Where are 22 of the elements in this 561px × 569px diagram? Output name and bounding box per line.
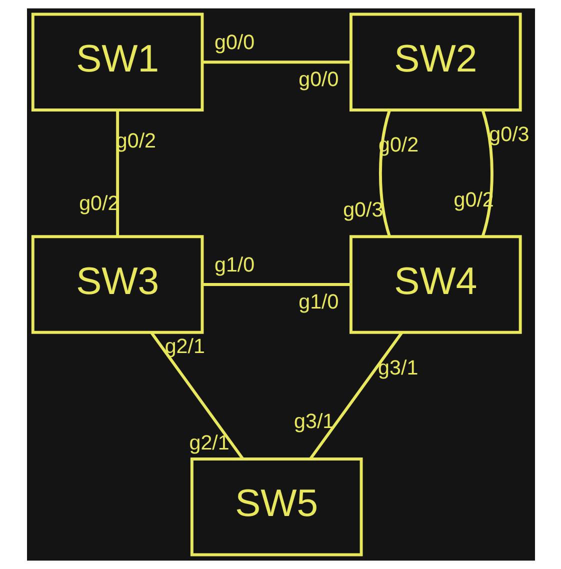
connector bbox=[150, 332, 244, 460]
label: g0/3 bbox=[342, 198, 383, 222]
label: g0/3 bbox=[488, 123, 529, 146]
node-box: SW4 bbox=[349, 235, 522, 334]
connector bbox=[378, 110, 390, 237]
label: g0/0 bbox=[214, 31, 254, 54]
node-box: SW5 bbox=[190, 458, 362, 556]
label: g2/1 bbox=[164, 334, 204, 358]
label: g3/1 bbox=[378, 356, 418, 380]
label: g3/1 bbox=[294, 410, 334, 433]
label: g1/0 bbox=[214, 254, 254, 277]
connector bbox=[116, 110, 119, 237]
label: g0/0 bbox=[298, 68, 338, 91]
connector bbox=[202, 283, 350, 286]
connector bbox=[480, 110, 493, 237]
node-box: SW3 bbox=[30, 235, 204, 334]
label: g1/0 bbox=[298, 290, 338, 314]
connector bbox=[202, 60, 350, 64]
node-box: SW1 bbox=[30, 12, 204, 112]
node-box: SW2 bbox=[349, 12, 522, 112]
label: g2/1 bbox=[188, 431, 229, 454]
connector bbox=[308, 332, 403, 460]
